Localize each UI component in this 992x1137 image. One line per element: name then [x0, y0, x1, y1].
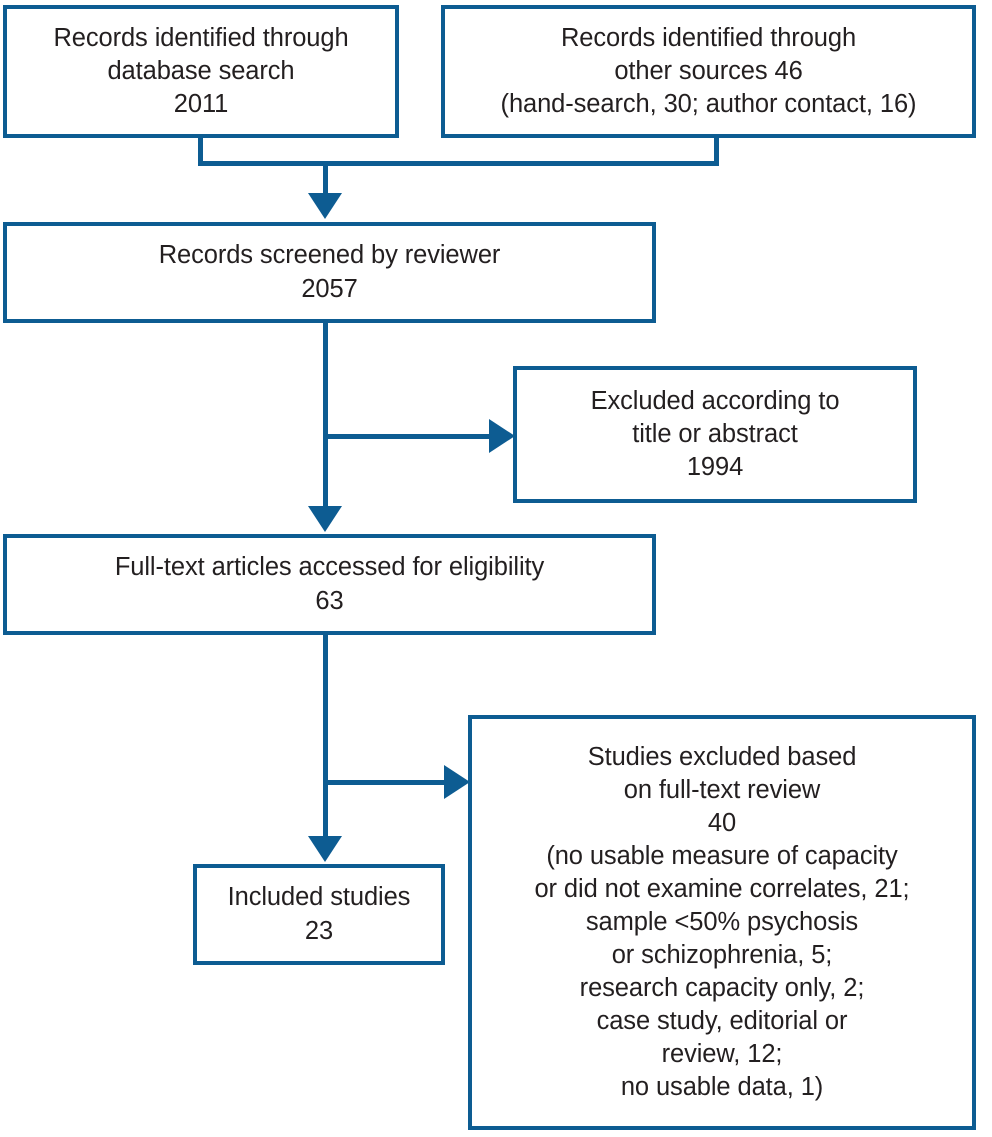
- node-records-identified-other-sources-label: Records identified through other sources…: [500, 23, 917, 119]
- node-studies-excluded-full-text-label: Studies excluded based on full-text revi…: [534, 742, 910, 1102]
- arrow-into-full-text-articles: [308, 506, 342, 532]
- arrow-into-records-screened: [308, 193, 342, 219]
- node-records-identified-database: Records identified through database sear…: [3, 5, 399, 138]
- node-included-studies: Included studies 23: [193, 864, 445, 965]
- node-records-screened-label: Records screened by reviewer 2057: [158, 241, 501, 303]
- connector-branch-excluded-title-horizontal: [323, 434, 495, 439]
- node-records-identified-database-label: Records identified through database sear…: [53, 23, 349, 119]
- node-records-identified-other-sources: Records identified through other sources…: [441, 5, 976, 138]
- arrow-into-studies-excluded-full-text: [444, 765, 470, 799]
- node-full-text-articles: Full-text articles accessed for eligibil…: [3, 534, 656, 635]
- arrow-into-excluded-title-abstract: [489, 419, 515, 453]
- node-full-text-articles-label: Full-text articles accessed for eligibil…: [114, 553, 545, 615]
- connector-screened-trunk: [323, 323, 328, 508]
- node-excluded-title-abstract-label: Excluded according to title or abstract …: [590, 386, 840, 482]
- connector-merge-horizontal: [198, 161, 719, 166]
- node-studies-excluded-full-text: Studies excluded based on full-text revi…: [468, 715, 976, 1130]
- node-excluded-title-abstract: Excluded according to title or abstract …: [513, 366, 917, 503]
- connector-fulltext-trunk: [323, 635, 328, 838]
- connector-other-stub-vertical: [714, 138, 719, 166]
- connector-branch-studies-excluded-horizontal: [323, 780, 450, 785]
- node-included-studies-label: Included studies 23: [227, 883, 411, 945]
- node-records-screened: Records screened by reviewer 2057: [3, 222, 656, 323]
- connector-merge-down: [323, 161, 328, 195]
- arrow-into-included-studies: [308, 836, 342, 862]
- connector-db-stub-vertical: [198, 138, 203, 166]
